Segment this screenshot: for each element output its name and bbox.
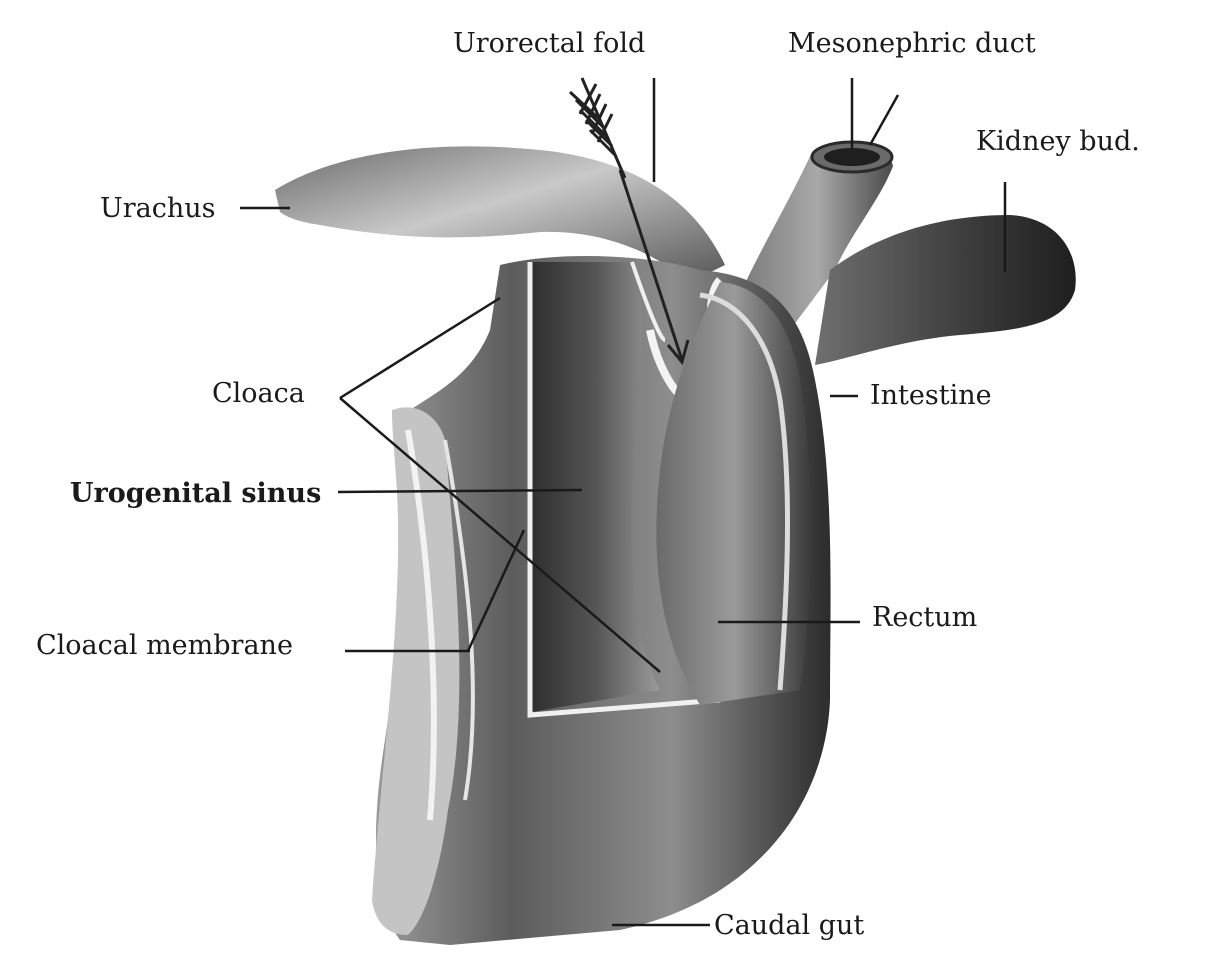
label-urachus: Urachus [100,195,216,222]
label-kidney-bud: Kidney bud. [976,128,1140,155]
label-caudal-gut: Caudal gut [714,912,864,939]
label-cloacal-membrane: Cloacal membrane [36,632,293,659]
label-urogenital-sinus: Urogenital sinus [70,480,321,507]
kidney-bud-shape [815,215,1076,365]
label-intestine: Intestine [870,382,992,409]
label-urorectal-fold: Urorectal fold [453,30,645,57]
label-mesonephric-duct: Mesonephric duct [788,30,1036,57]
label-cloaca: Cloaca [212,380,305,407]
label-rectum: Rectum [872,604,977,631]
